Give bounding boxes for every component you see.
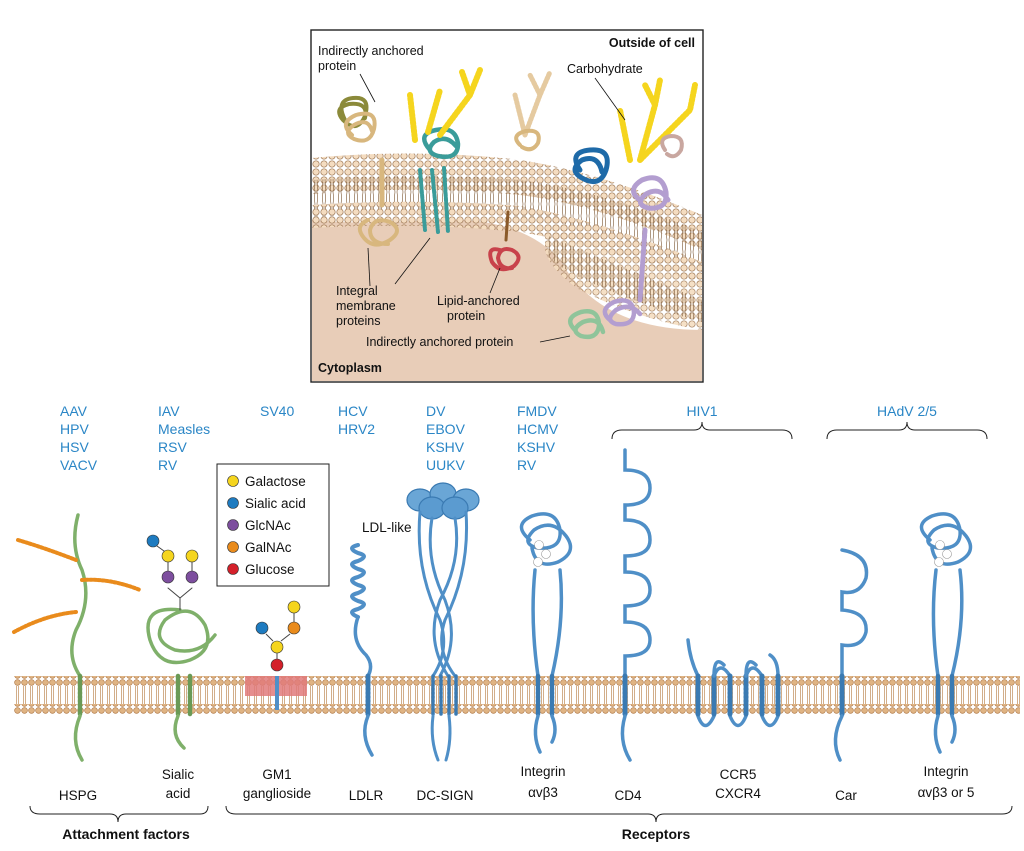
- virus-name: HPV: [60, 421, 89, 437]
- inset-proteins: [337, 67, 698, 340]
- integrin-avb3-receptor: [519, 512, 573, 754]
- virus-group-hiv: HIV1: [611, 403, 793, 440]
- inset-integral-line1: Integral: [336, 284, 378, 298]
- label-integrin2-line2: αvβ3 or 5: [918, 785, 975, 800]
- virus-list-dcsign: DV EBOV KSHV UUKV: [426, 403, 466, 473]
- inset-indirect-bottom: Indirectly anchored protein: [366, 335, 513, 349]
- virus-name: HAdV 2/5: [877, 403, 937, 419]
- virus-group-hadv: HAdV 2/5: [826, 403, 988, 440]
- attachment-factors-bracket: Attachment factors: [29, 805, 209, 842]
- virus-name: HIV1: [686, 403, 717, 419]
- label-integrin1-line1: Integrin: [520, 764, 565, 779]
- virus-name: Measles: [158, 421, 210, 437]
- virus-name: EBOV: [426, 421, 466, 437]
- virus-list-integrin: FMDV HCMV KSHV RV: [517, 403, 559, 473]
- virus-name: KSHV: [426, 439, 465, 455]
- gm1-ganglioside: [245, 600, 307, 710]
- virus-list-hspg: AAV HPV HSV VACV: [60, 403, 98, 473]
- label-hspg: HSPG: [59, 788, 97, 803]
- inset-lipid-line1: Lipid-anchored: [437, 294, 520, 308]
- label-cxcr4: CXCR4: [715, 786, 761, 801]
- inset-lipid-line2: protein: [447, 309, 485, 323]
- cd4-receptor: [620, 448, 652, 762]
- ldl-like-label: LDL-like: [362, 520, 412, 535]
- inset-indirect-top-line1: Indirectly anchored: [318, 44, 424, 58]
- virus-name: VACV: [60, 457, 98, 473]
- label-sialic-line2: acid: [166, 786, 191, 801]
- label-cd4: CD4: [614, 788, 641, 803]
- label-ccr5: CCR5: [720, 767, 757, 782]
- virus-name: RV: [158, 457, 178, 473]
- inset-integral-line3: proteins: [336, 314, 380, 328]
- virus-list-sialic: IAV Measles RSV RV: [158, 403, 210, 473]
- label-ldlr: LDLR: [349, 788, 384, 803]
- virus-name: IAV: [158, 403, 180, 419]
- label-dc-sign: DC-SIGN: [417, 788, 474, 803]
- virus-list-ldlr: HCV HRV2: [338, 403, 375, 437]
- legend-swatch-glucose: [227, 563, 239, 575]
- legend-label: Glucose: [245, 562, 295, 577]
- legend-swatch-galnac: [227, 541, 239, 553]
- integrin-avb3-or-5-receptor: [919, 512, 973, 754]
- inset-indirect-top-line2: protein: [318, 59, 356, 73]
- virus-name: DV: [426, 403, 446, 419]
- virus-name: UUKV: [426, 457, 466, 473]
- virus-list-gm1: SV40: [260, 403, 294, 419]
- inset-panel: Indirectly anchored protein Outside of c…: [310, 29, 704, 383]
- inset-membrane: [312, 153, 702, 330]
- virus-name: HRV2: [338, 421, 375, 437]
- sialic-acid-glycoprotein: [146, 534, 217, 750]
- virus-name: RV: [517, 457, 537, 473]
- legend-swatch-galactose: [227, 475, 239, 487]
- label-gm1-line2: ganglioside: [243, 786, 311, 801]
- virus-name: SV40: [260, 403, 294, 419]
- legend-label: GalNAc: [245, 540, 292, 555]
- receptors-label: Receptors: [622, 826, 691, 842]
- ccr5-cxcr4-receptor: [686, 638, 781, 728]
- legend-swatch-glcnac: [227, 519, 239, 531]
- legend-label: Galactose: [245, 474, 306, 489]
- virus-name: KSHV: [517, 439, 556, 455]
- virus-name: FMDV: [517, 403, 557, 419]
- inset-integral-line2: membrane: [336, 299, 396, 313]
- sugar-legend: Galactose Sialic acid GlcNAc GalNAc Gluc…: [216, 463, 330, 587]
- car-receptor: [833, 548, 869, 762]
- hspg-molecule: [12, 513, 142, 762]
- inset-carbohydrate-label: Carbohydrate: [567, 62, 643, 76]
- ldlr-receptor: LDL-like: [350, 520, 412, 757]
- legend-label: GlcNAc: [245, 518, 291, 533]
- label-integrin1-line2: αvβ3: [528, 785, 558, 800]
- label-car: Car: [835, 788, 857, 803]
- label-gm1-line1: GM1: [262, 767, 291, 782]
- virus-name: HCMV: [517, 421, 559, 437]
- inset-cytoplasm-label: Cytoplasm: [318, 361, 382, 375]
- virus-name: HSV: [60, 439, 89, 455]
- attachment-factors-label: Attachment factors: [62, 826, 190, 842]
- legend-label: Sialic acid: [245, 496, 306, 511]
- label-sialic-line1: Sialic: [162, 767, 195, 782]
- main-membrane: [14, 676, 1020, 714]
- virus-name: AAV: [60, 403, 88, 419]
- virus-name: HCV: [338, 403, 368, 419]
- receptors-bracket: Receptors: [225, 805, 1013, 842]
- dc-sign-receptor: [406, 482, 480, 762]
- inset-outside-label: Outside of cell: [609, 36, 695, 50]
- virus-name: RSV: [158, 439, 187, 455]
- legend-swatch-sialic-acid: [227, 497, 239, 509]
- label-integrin2-line1: Integrin: [923, 764, 968, 779]
